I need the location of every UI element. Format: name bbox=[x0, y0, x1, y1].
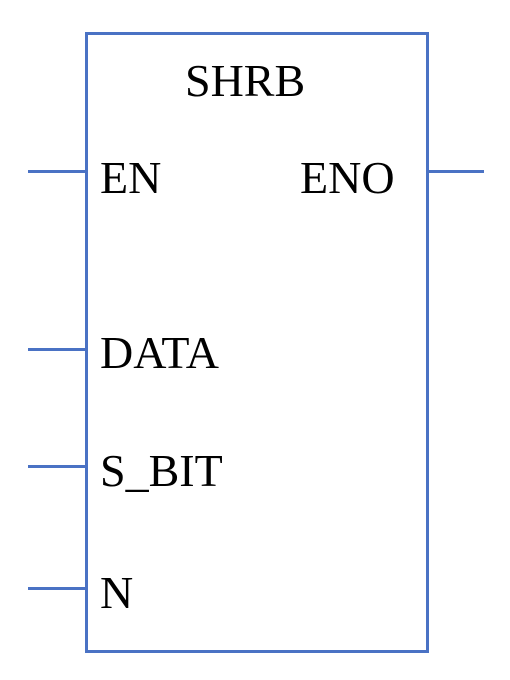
n-input-wire bbox=[28, 587, 86, 590]
s-bit-input-wire bbox=[28, 465, 86, 468]
block-title: SHRB bbox=[185, 55, 306, 106]
data-input-wire bbox=[28, 348, 86, 351]
en-input-wire bbox=[28, 170, 86, 173]
en-input-label: EN bbox=[100, 152, 162, 203]
eno-output-label: ENO bbox=[300, 152, 395, 203]
eno-output-wire bbox=[428, 170, 484, 173]
data-input-label: DATA bbox=[100, 327, 219, 378]
s-bit-input-label: S_BIT bbox=[100, 445, 223, 496]
n-input-label: N bbox=[100, 567, 134, 618]
shrb-function-block bbox=[85, 32, 429, 653]
